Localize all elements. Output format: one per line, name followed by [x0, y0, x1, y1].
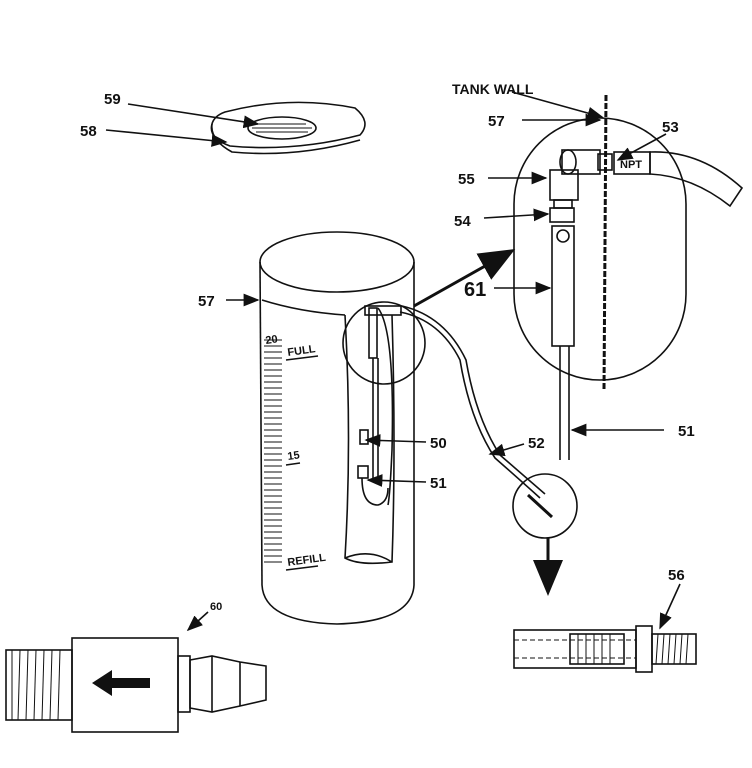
label-58: 58: [80, 123, 97, 140]
detail-circle-lower: [512, 473, 578, 539]
insert-fitting: [513, 625, 697, 673]
lid-cover: [210, 101, 366, 155]
label-54: 54: [454, 213, 471, 230]
scale-refill: REFILL: [287, 552, 327, 569]
label-57-left: 57: [198, 293, 215, 310]
scale-ticks: [264, 339, 319, 571]
tube-52: [399, 311, 541, 499]
label-56: 56: [668, 567, 685, 584]
detail-oval: [513, 94, 744, 460]
label-51-right: 51: [678, 423, 695, 440]
label-52: 52: [528, 435, 545, 452]
arrow-to-detail: [413, 249, 516, 308]
label-55: 55: [458, 171, 475, 188]
label-53: 53: [662, 119, 679, 136]
label-61: 61: [464, 279, 486, 301]
label-57-top: 57: [488, 113, 505, 130]
brine-valve-assembly: [357, 305, 402, 506]
tube-52-outer: [401, 305, 546, 495]
scale-20: 20: [265, 333, 279, 347]
label-50: 50: [430, 435, 447, 452]
label-59: 59: [104, 91, 121, 108]
check-valve: [5, 637, 267, 733]
label-51-mid: 51: [430, 475, 447, 492]
fitting-npt-label: NPT: [620, 159, 642, 171]
brine-tank: 20 FULL 15 REFILL: [259, 231, 415, 625]
detail-circle-upper: [342, 301, 426, 385]
label-tank-wall: TANK WALL: [452, 81, 534, 97]
scale-full: FULL: [287, 343, 317, 359]
leader-lines: [105, 91, 681, 632]
scale-15: 15: [287, 449, 301, 463]
label-60: 60: [210, 601, 222, 613]
